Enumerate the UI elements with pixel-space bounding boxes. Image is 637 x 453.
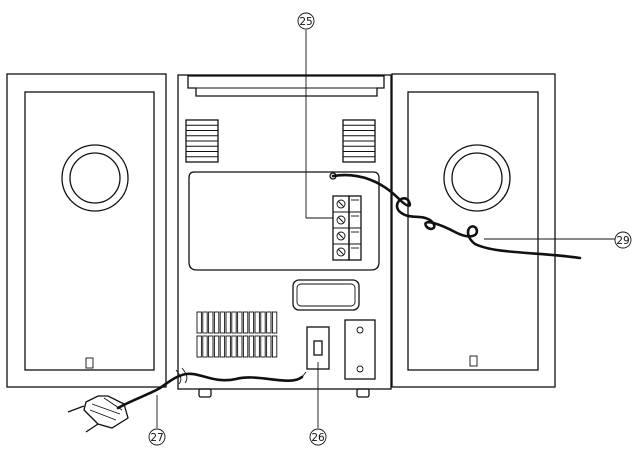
svg-text:27: 27 xyxy=(150,432,163,444)
power-cord-with-plug xyxy=(67,367,307,433)
main-unit xyxy=(177,74,392,398)
svg-text:29: 29 xyxy=(616,235,629,247)
rear-panel-recess xyxy=(188,171,380,271)
speaker-terminals xyxy=(332,195,362,261)
vent-top-right xyxy=(342,119,376,163)
vent-bottom xyxy=(196,311,278,358)
svg-text:25: 25 xyxy=(299,16,312,28)
right-speaker xyxy=(391,73,556,388)
callout-26: 26 xyxy=(309,428,327,446)
left-speaker xyxy=(6,73,167,388)
callout-leaders xyxy=(156,30,615,428)
fm-antenna-wire xyxy=(331,173,582,260)
callout-29: 29 xyxy=(614,231,632,249)
svg-text:26: 26 xyxy=(311,432,325,444)
rear-slot xyxy=(292,279,360,311)
callout-25: 25 xyxy=(297,12,315,30)
callout-27: 27 xyxy=(148,428,166,446)
voltage-selector-plate xyxy=(344,319,376,380)
vent-top-left xyxy=(185,119,219,163)
